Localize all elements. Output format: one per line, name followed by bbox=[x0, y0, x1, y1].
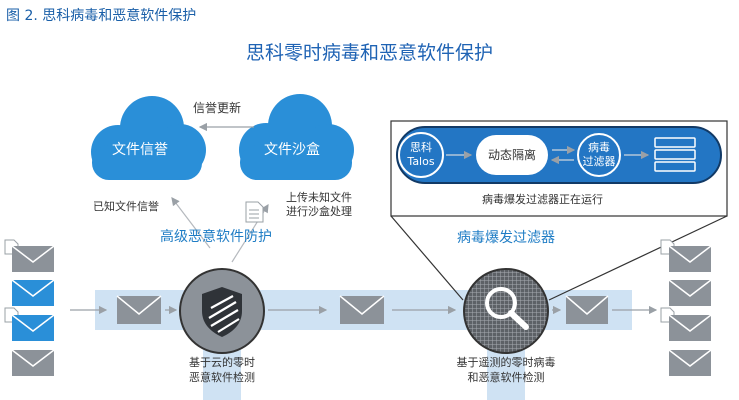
heuristic-zero-hour-line-2: 和恶意软件检测 bbox=[467, 371, 545, 384]
outbreak-running-label: 病毒爆发过滤器正在运行 bbox=[482, 193, 603, 206]
pipeline-envelope-icon bbox=[565, 295, 609, 324]
reputation-query-arrow bbox=[171, 197, 211, 249]
heuristic-zero-hour-line-1: 基于遥测的零时病毒 bbox=[456, 356, 556, 369]
reputation-update-label: 信誉更新 bbox=[193, 101, 242, 115]
server-icon bbox=[654, 137, 696, 172]
cloud-file-reputation-label: 文件信誉 bbox=[112, 142, 168, 158]
magnifier-icon bbox=[463, 268, 549, 354]
known-file-reputation-label: 已知文件信誉 bbox=[93, 200, 159, 213]
outbreak-box-line-1: 病毒 bbox=[588, 141, 610, 154]
upload-unknown-line-2: 进行沙盒处理 bbox=[286, 205, 352, 218]
amp-label: 高级恶意软件防护 bbox=[160, 229, 272, 245]
upload-unknown-line-1: 上传未知文件 bbox=[286, 191, 352, 204]
callout-line-right bbox=[548, 215, 728, 301]
cloud-file-reputation bbox=[91, 96, 206, 180]
pipeline-envelope-icon bbox=[116, 295, 162, 324]
cloud-file-sandbox bbox=[239, 94, 354, 180]
callout-line-left bbox=[390, 215, 464, 301]
talos-line-1: 思科 bbox=[410, 141, 432, 154]
diagram-title: 思科零时病毒和恶意软件保护 bbox=[245, 42, 493, 64]
incoming-envelope-icon bbox=[4, 307, 55, 341]
outbreak-filter-label: 病毒爆发过滤器 bbox=[457, 230, 555, 246]
shield-icon bbox=[179, 268, 265, 354]
cloud-zero-hour-line-1: 基于云的零时 bbox=[189, 356, 255, 369]
cloud-file-sandbox-label: 文件沙盒 bbox=[264, 142, 320, 158]
incoming-envelope-icon bbox=[4, 239, 55, 272]
outbreak-box-line-2: 过滤器 bbox=[582, 155, 616, 168]
incoming-envelope-icon bbox=[11, 279, 55, 306]
delivered-envelope-icon bbox=[660, 239, 712, 272]
delivered-envelope-icon bbox=[660, 307, 712, 341]
document-icon bbox=[245, 201, 264, 223]
cloud-zero-hour-line-2: 恶意软件检测 bbox=[189, 371, 255, 384]
dynamic-quarantine-label: 动态隔离 bbox=[487, 148, 536, 162]
pipeline-envelope-icon bbox=[339, 295, 385, 324]
figure-caption: 图 2. 思科病毒和恶意软件保护 bbox=[6, 8, 197, 24]
delivered-envelope-icon bbox=[668, 279, 712, 306]
outbreak-filter-panel bbox=[390, 120, 728, 217]
delivered-envelope-icon bbox=[668, 349, 712, 376]
talos-line-2: Talos bbox=[407, 155, 435, 168]
incoming-envelope-icon bbox=[11, 349, 55, 376]
